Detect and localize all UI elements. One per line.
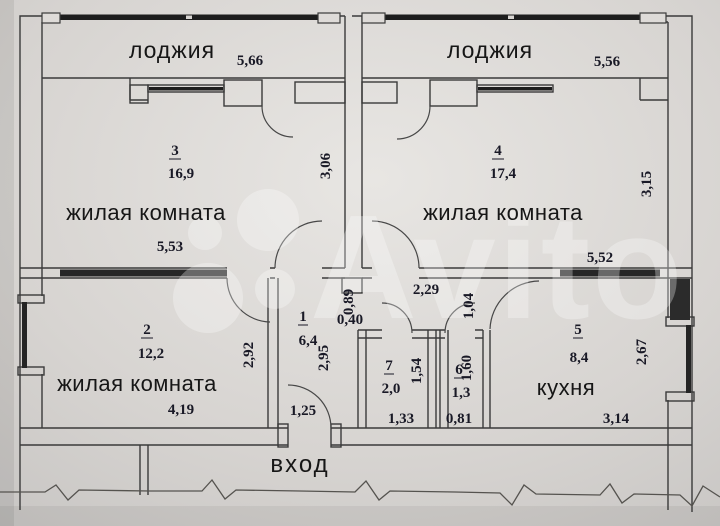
room7-width: 1,33 bbox=[388, 411, 414, 427]
dim-gap: 0,40 bbox=[337, 312, 363, 328]
room7-door-arc bbox=[381, 302, 413, 334]
room4-depth: 3,15 bbox=[639, 171, 655, 197]
watermark-logo-dot bbox=[255, 269, 295, 309]
kitchen-window bbox=[686, 325, 691, 393]
room7-number: 7 bbox=[385, 358, 393, 374]
room7-area: 2,0 bbox=[382, 381, 401, 397]
dim-stub: 0,89 bbox=[341, 289, 357, 315]
room2-area: 12,2 bbox=[138, 346, 164, 362]
dim-entrance-door: 1,25 bbox=[290, 403, 316, 419]
loggia-left-label: лоджия bbox=[129, 37, 215, 63]
room2-window bbox=[22, 302, 27, 368]
loggia-right-width: 5,56 bbox=[594, 54, 621, 70]
watermark-logo-dot bbox=[188, 216, 222, 250]
hall-number: 1 bbox=[299, 309, 307, 325]
room6-width: 0,81 bbox=[446, 411, 472, 427]
hall-depth: 2,95 bbox=[316, 345, 332, 371]
room2-width: 4,19 bbox=[168, 402, 194, 418]
watermark-text: Avito bbox=[310, 185, 685, 350]
room3-window bbox=[149, 87, 223, 91]
room6-area: 1,3 bbox=[452, 385, 471, 401]
paper-bottom-shadow bbox=[0, 506, 720, 526]
window-end-blocks bbox=[41, 12, 667, 24]
right-wall-block bbox=[670, 279, 690, 320]
room3-depth: 3,06 bbox=[318, 152, 334, 179]
paper-left-shadow bbox=[0, 0, 14, 526]
door-arcs bbox=[226, 105, 540, 429]
bearing-wall-left bbox=[60, 269, 227, 277]
room2-number: 2 bbox=[143, 322, 151, 338]
kitchen-door-arc bbox=[489, 280, 540, 330]
watermark-logo-dot bbox=[237, 189, 299, 251]
room4-area: 17,4 bbox=[490, 166, 517, 182]
loggia-right-label: лоджия bbox=[447, 37, 533, 63]
loggia-left-width: 5,66 bbox=[237, 53, 264, 69]
hall-area: 6,4 bbox=[299, 333, 318, 349]
room4-window bbox=[478, 87, 552, 91]
room3-width: 5,53 bbox=[157, 239, 183, 255]
room3-name: жилая комната bbox=[66, 200, 226, 225]
watermark: Avito bbox=[173, 185, 685, 350]
room3-area: 16,9 bbox=[168, 166, 194, 182]
room3-hall-door-arc bbox=[274, 220, 323, 269]
kitchen-number: 5 bbox=[574, 322, 582, 338]
room6-depth: 1,60 bbox=[459, 355, 475, 381]
wall-fills bbox=[22, 14, 691, 393]
entrance-door-arc bbox=[287, 384, 332, 429]
room4-balcony-door-arc bbox=[396, 105, 431, 140]
room3-balcony-door-arc bbox=[261, 105, 294, 138]
room2-depth: 2,92 bbox=[241, 342, 257, 368]
room6-door-arc bbox=[444, 302, 476, 334]
bearing-wall-right bbox=[560, 269, 660, 277]
labels: лоджия 5,66 лоджия 5,56 3 16,9 жилая ком… bbox=[57, 37, 655, 478]
dim-kitchen-passage: 1,04 bbox=[461, 292, 477, 319]
room4-name: жилая комната bbox=[423, 200, 583, 225]
kitchen-name: кухня bbox=[537, 375, 595, 400]
room2-name: жилая комната bbox=[57, 371, 217, 396]
room6-number: 6 bbox=[455, 362, 463, 378]
room4-width: 5,52 bbox=[587, 250, 613, 266]
entrance-label: вход bbox=[270, 451, 329, 478]
walls bbox=[17, 15, 695, 512]
kitchen-area: 8,4 bbox=[570, 350, 589, 366]
watermark-logo-dot bbox=[173, 263, 243, 333]
dim-corridor: 2,29 bbox=[413, 282, 439, 298]
break-line bbox=[0, 478, 720, 508]
room3-number: 3 bbox=[171, 143, 179, 159]
room4-number: 4 bbox=[494, 143, 502, 159]
kitchen-depth: 2,67 bbox=[634, 338, 650, 365]
kitchen-width: 3,14 bbox=[603, 411, 630, 427]
room7-depth: 1,54 bbox=[409, 357, 425, 384]
room4-hall-door-arc bbox=[371, 220, 420, 269]
room2-door-arc bbox=[226, 277, 271, 323]
